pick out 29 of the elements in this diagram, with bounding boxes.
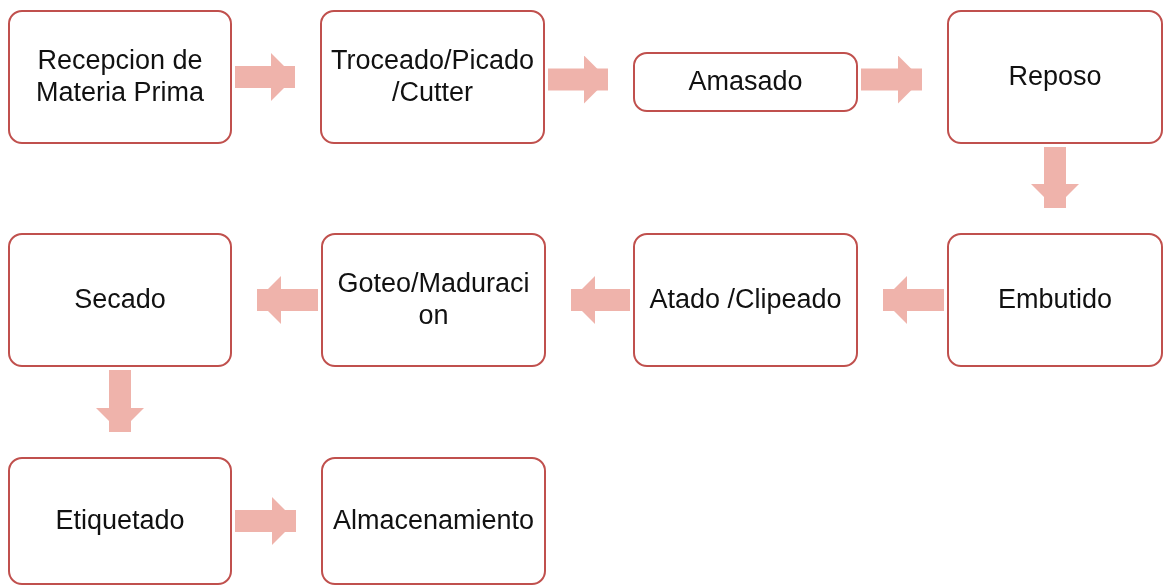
step-label: Embutido [997, 284, 1113, 316]
block-arrow [571, 276, 630, 324]
step-label: Recepcion de Materia Prima [34, 45, 205, 109]
step-label: Goteo/Maduracion [336, 268, 531, 332]
process-box [321, 457, 546, 585]
process-box [633, 233, 858, 367]
process-box [8, 10, 232, 144]
process-box [633, 52, 858, 112]
step-label: Secado [74, 284, 166, 316]
block-arrow [1031, 147, 1079, 208]
step-label: Amasado [688, 66, 803, 98]
process-box [947, 233, 1163, 367]
step-label: Atado /Clipeado [649, 284, 842, 316]
process-box [8, 233, 232, 367]
process-box [947, 10, 1163, 144]
process-box [321, 233, 546, 367]
block-arrow [883, 276, 944, 324]
process-box [320, 10, 545, 144]
block-arrow [235, 497, 296, 545]
block-arrow [257, 276, 318, 324]
block-arrow [861, 55, 922, 104]
block-arrow [548, 55, 608, 104]
block-arrow [235, 53, 295, 101]
step-label: Reposo [1008, 61, 1102, 93]
step-label: Troceado/Picado/Cutter [330, 45, 535, 109]
process-box [8, 457, 232, 585]
step-label: Etiquetado [55, 505, 185, 537]
step-label: Almacenamiento [332, 505, 535, 537]
block-arrow [96, 370, 144, 432]
